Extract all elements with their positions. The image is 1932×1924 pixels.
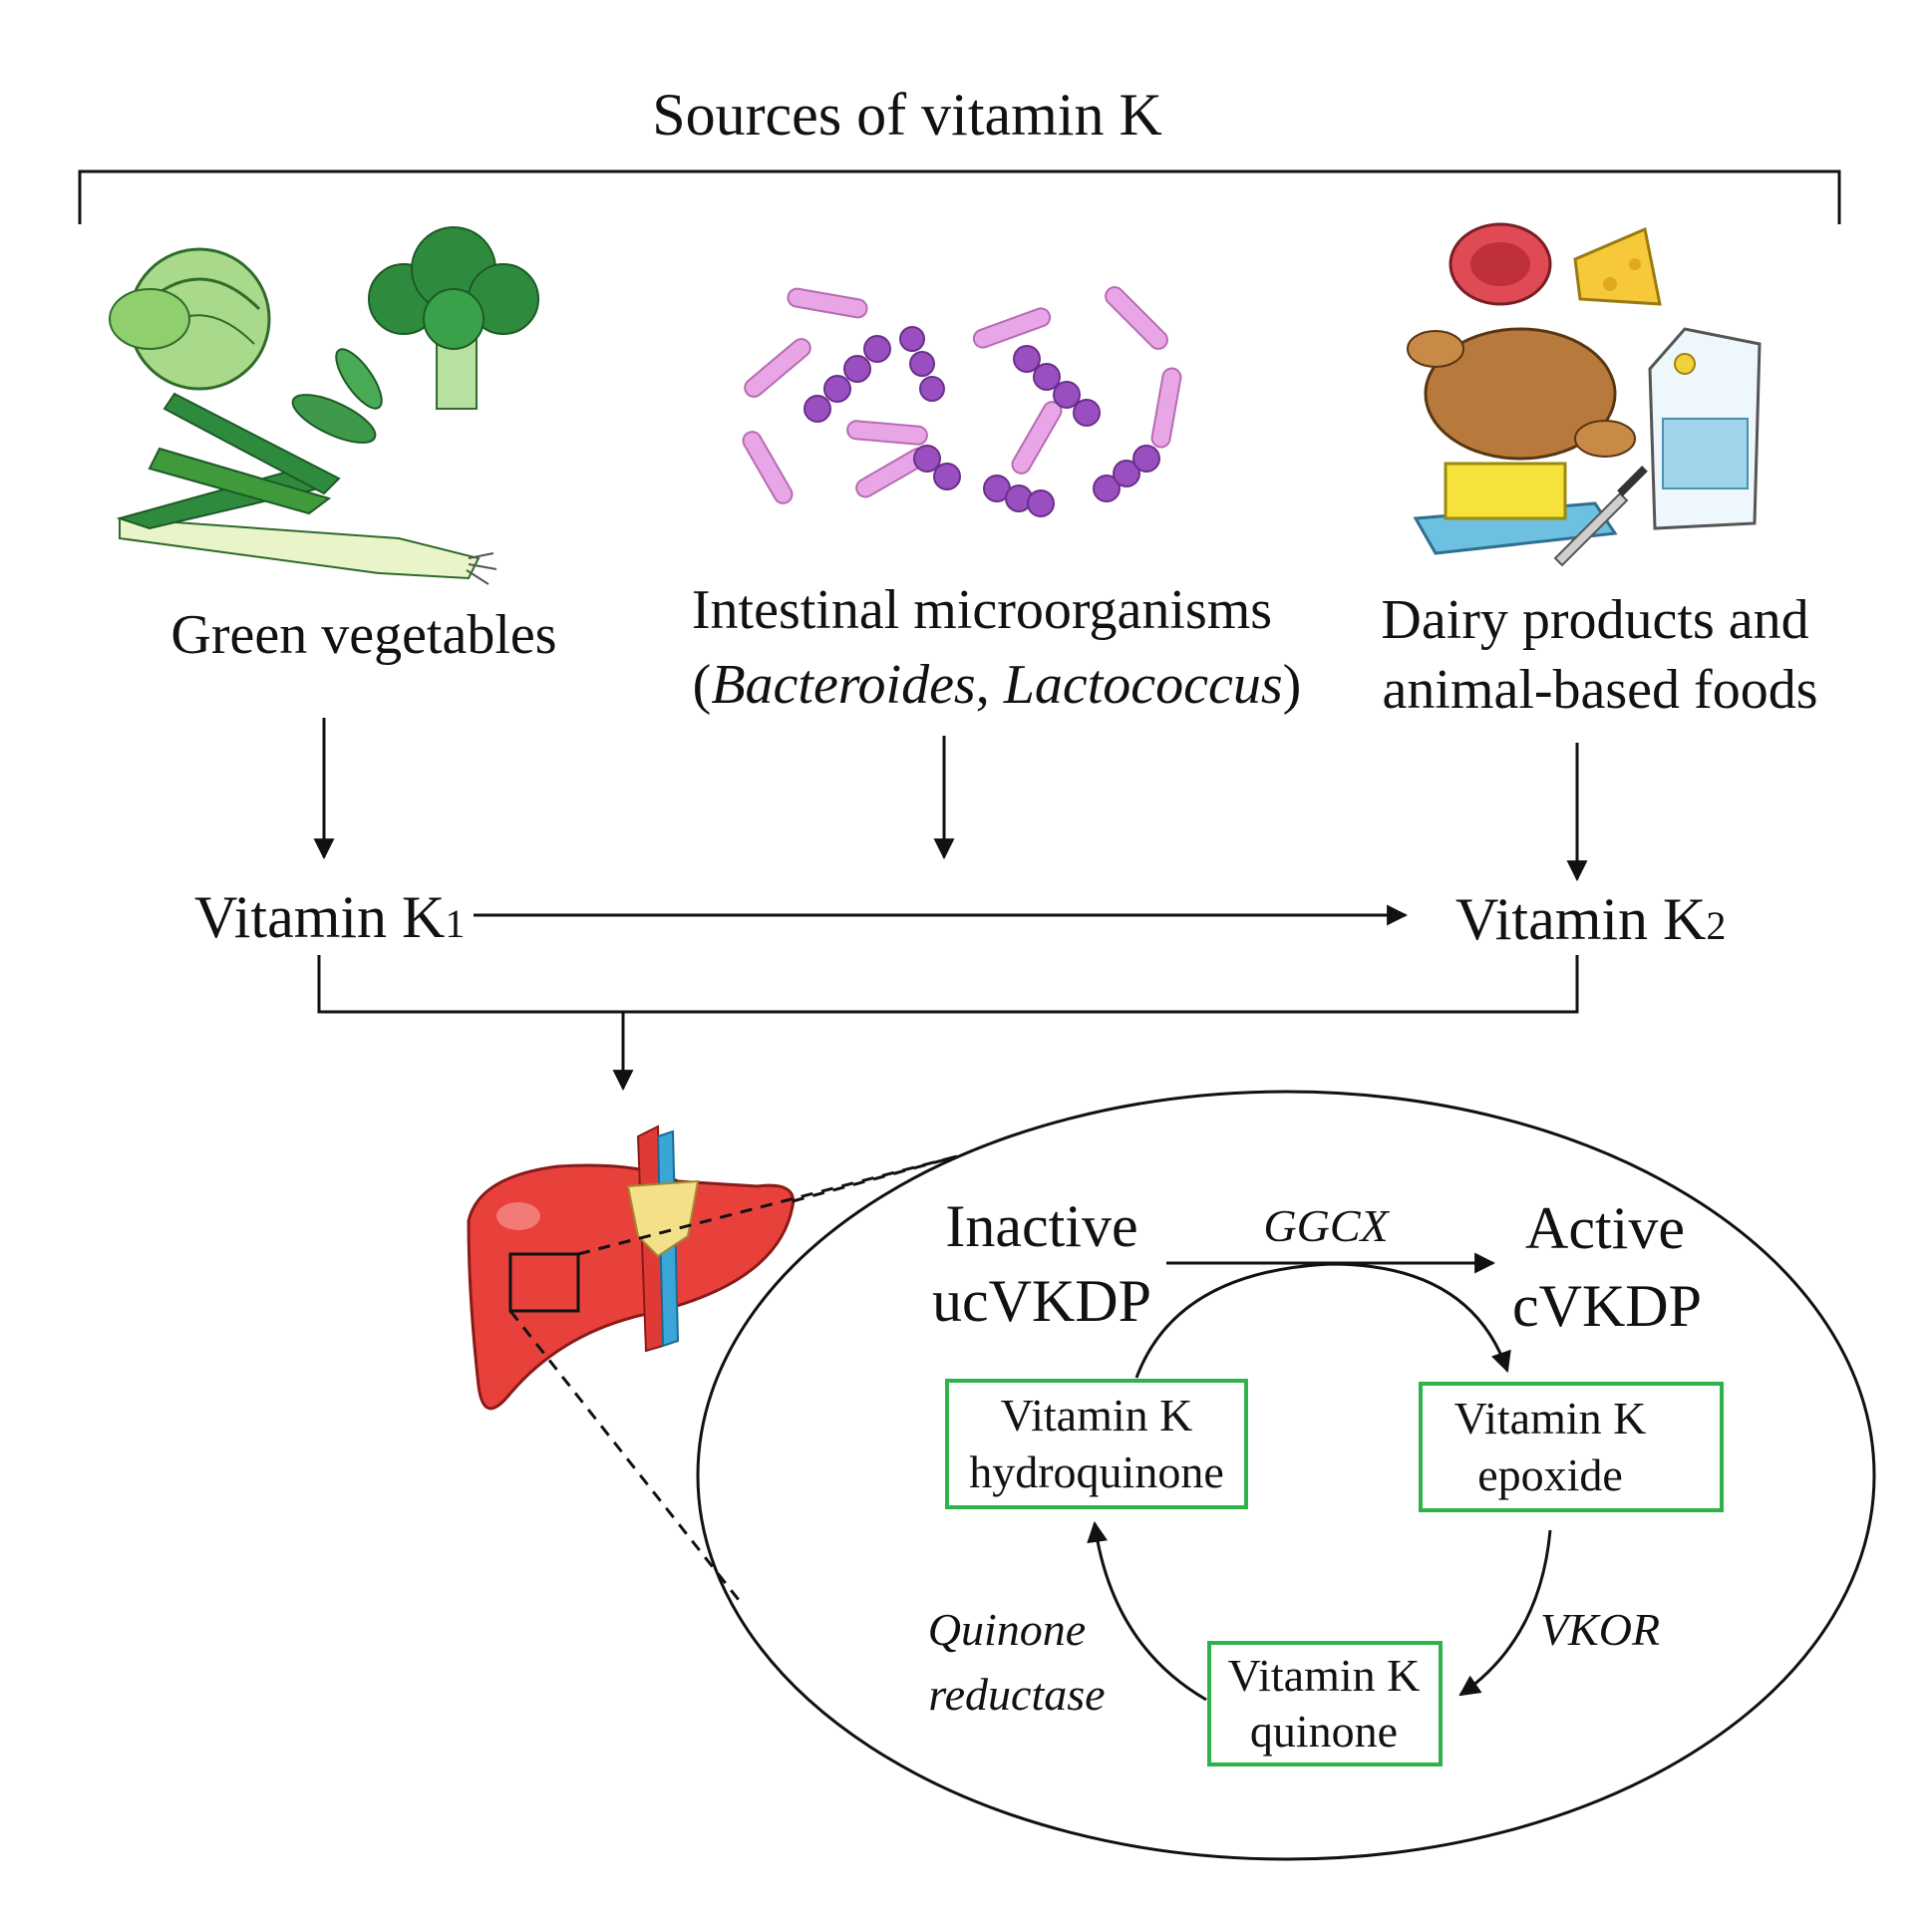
liver-zoom-box xyxy=(508,1252,580,1313)
active-label-line2: cVKDP xyxy=(1512,1273,1702,1339)
enzyme-vkor: VKOR xyxy=(1540,1604,1660,1655)
arc-hydroquinone-to-epoxide xyxy=(1134,1262,1511,1379)
cheese-icon xyxy=(1573,226,1662,306)
microbes-label-line1: Intestinal microorganisms xyxy=(692,579,1272,641)
k1-k2-merge-bracket xyxy=(317,955,1579,1014)
leek-icon xyxy=(116,392,497,585)
microbes-genera: (Bacteroides, Lactococcus) xyxy=(693,654,1302,716)
microbes-label: Intestinal microorganisms xyxy=(692,579,1272,641)
hydroquinone-box xyxy=(945,1379,1248,1509)
zoom-line-upper-2 xyxy=(792,1154,958,1203)
hydroquinone-line2: hydroquinone xyxy=(969,1446,1224,1497)
dairy-label-line1: Dairy products and xyxy=(1381,589,1808,651)
rod-bacteria-icon xyxy=(742,286,1182,504)
microbes-illustration xyxy=(742,286,1182,517)
milk-carton-icon xyxy=(1648,327,1762,530)
epoxide-box xyxy=(1419,1382,1724,1512)
arc-epoxide-to-quinone xyxy=(1458,1529,1552,1697)
epoxide-line1: Vitamin K xyxy=(1454,1393,1647,1443)
epoxide-line2: epoxide xyxy=(1477,1449,1623,1500)
inactive-label-line1: Inactive xyxy=(945,1193,1137,1259)
inactive-label-line2: ucVKDP xyxy=(932,1268,1151,1334)
butter-icon xyxy=(1413,462,1618,555)
dairy-label-line2: animal-based foods xyxy=(1383,659,1818,721)
hepatocyte-zoom-ellipse xyxy=(696,1090,1876,1861)
vegetables-label: Green vegetables xyxy=(170,604,556,666)
arc-quinone-to-hydroquinone xyxy=(1087,1520,1207,1702)
vitamin-k1: Vitamin K1 xyxy=(194,884,465,950)
quinone-line1: Vitamin K xyxy=(1228,1650,1421,1701)
cocci-chain-icon xyxy=(804,326,1160,517)
meat-icon xyxy=(1449,222,1552,306)
quinone-line2: quinone xyxy=(1250,1706,1398,1757)
knife-icon xyxy=(1553,466,1648,567)
cabbage-icon xyxy=(109,247,271,391)
hydroquinone-line1: Vitamin K xyxy=(1001,1390,1193,1441)
dairy-illustration xyxy=(1407,222,1762,567)
vitamin-k2: Vitamin K2 xyxy=(1455,886,1726,952)
broccoli-icon xyxy=(368,226,539,410)
active-label-line1: Active xyxy=(1525,1195,1685,1261)
sources-bracket xyxy=(78,169,1841,224)
quinone-box xyxy=(1207,1641,1443,1766)
enzyme-quinone-reductase-line1: Quinone xyxy=(928,1604,1086,1655)
peas-icon xyxy=(291,348,383,444)
zoom-line-upper xyxy=(577,1154,958,1256)
chicken-icon xyxy=(1407,327,1636,461)
enzyme-quinone-reductase-line2: reductase xyxy=(928,1669,1105,1720)
genus-lactococcus: Lactococcus xyxy=(1003,654,1283,716)
genus-bacteroides: Bacteroides xyxy=(711,654,975,716)
enzyme-ggcx: GGCX xyxy=(1263,1200,1390,1251)
page-title: Sources of vitamin K xyxy=(652,82,1162,148)
liver-icon xyxy=(467,1124,796,1411)
vegetables-illustration xyxy=(109,226,539,585)
